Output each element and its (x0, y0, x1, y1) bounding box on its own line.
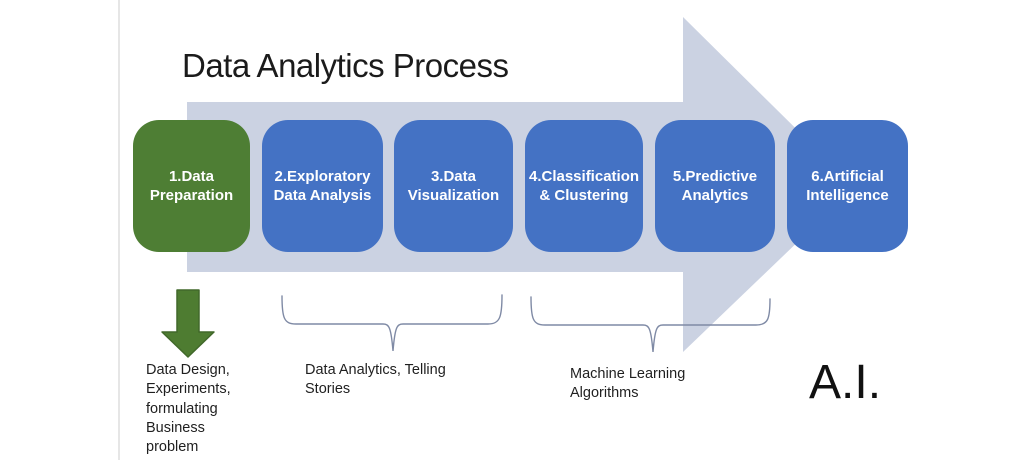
step-box-2-exploratory-data-analysis: 2.Exploratory Data Analysis (262, 120, 383, 252)
page-title: Data Analytics Process (182, 47, 509, 84)
step-box-4-classification-clustering: 4.Classification & Clustering (525, 120, 643, 252)
left-divider-line (118, 0, 120, 460)
step-box-3-data-visualization: 3.Data Visualization (394, 120, 513, 252)
step-label-3: 3.Data Visualization (407, 168, 500, 204)
note-data-design: Data Design, Experiments, formulating Bu… (146, 362, 231, 456)
step-label-2: 2.Exploratory Data Analysis (273, 168, 372, 204)
curly-brace-right-icon (530, 296, 771, 353)
step-box-1-data-preparation: 1.Data Preparation (133, 120, 250, 252)
step-label-4: 4.Classification & Clustering (528, 168, 640, 204)
curly-brace-left-icon (281, 294, 503, 352)
ai-label: A.I. (809, 356, 882, 409)
step-label-1: 1.Data Preparation (149, 168, 234, 204)
note-machine-learning: Machine Learning Algorithms (570, 366, 686, 402)
step-label-5: 5.Predictive Analytics (672, 168, 758, 204)
note-data-analytics-stories: Data Analytics, Telling Stories (305, 362, 446, 398)
step-box-6-artificial-intelligence: 6.Artificial Intelligence (787, 120, 908, 252)
step-box-5-predictive-analytics: 5.Predictive Analytics (655, 120, 775, 252)
step-label-6: 6.Artificial Intelligence (806, 168, 889, 204)
down-arrow-icon (161, 289, 215, 358)
